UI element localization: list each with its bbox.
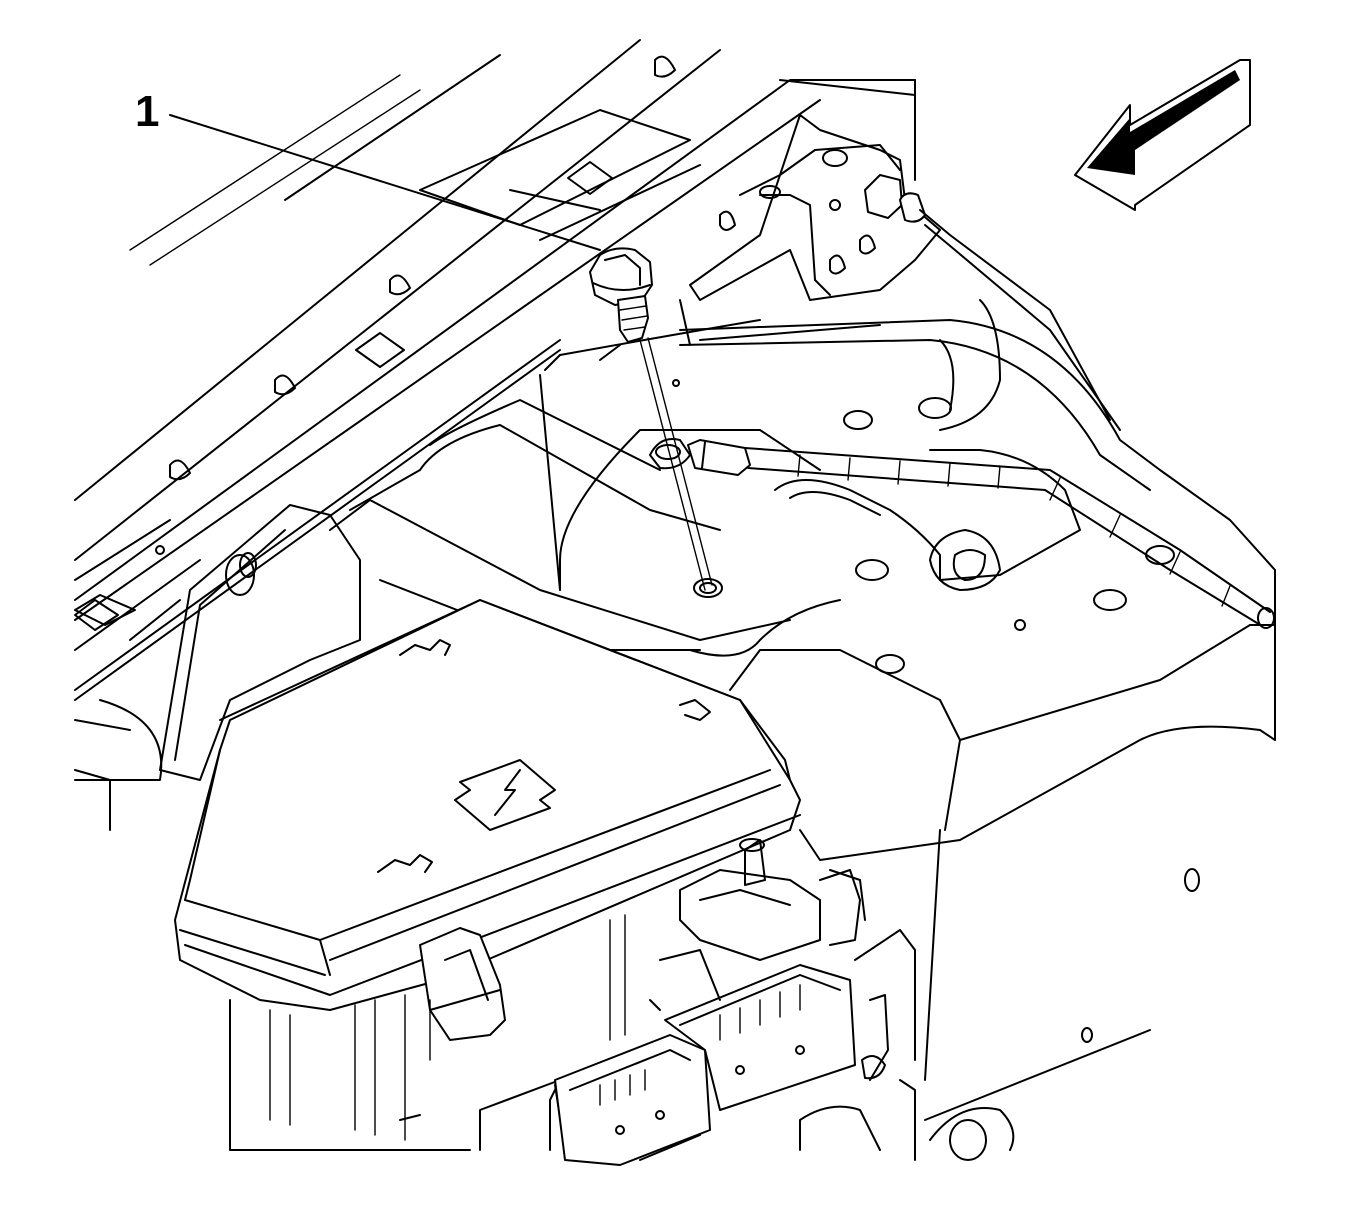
fuse-block-cover <box>174 599 801 1011</box>
left-bracket <box>74 504 361 831</box>
callout-1: 1 <box>135 87 601 251</box>
callout-1-leader <box>169 114 601 251</box>
callout-1-label: 1 <box>135 87 159 136</box>
body-panel <box>539 299 1277 1043</box>
cover-latch <box>419 927 506 1041</box>
upper-rail-structure <box>74 39 916 701</box>
ground-bolt <box>589 247 713 591</box>
fuse-block-body <box>229 914 626 1151</box>
harness-connectors <box>479 838 916 1166</box>
mounting-bracket <box>689 114 1121 431</box>
ground-mount-pad <box>329 399 841 657</box>
view-direction-arrow-icon <box>1074 59 1251 211</box>
lower-bracket <box>924 829 1151 1161</box>
ground-harness <box>649 438 1275 629</box>
